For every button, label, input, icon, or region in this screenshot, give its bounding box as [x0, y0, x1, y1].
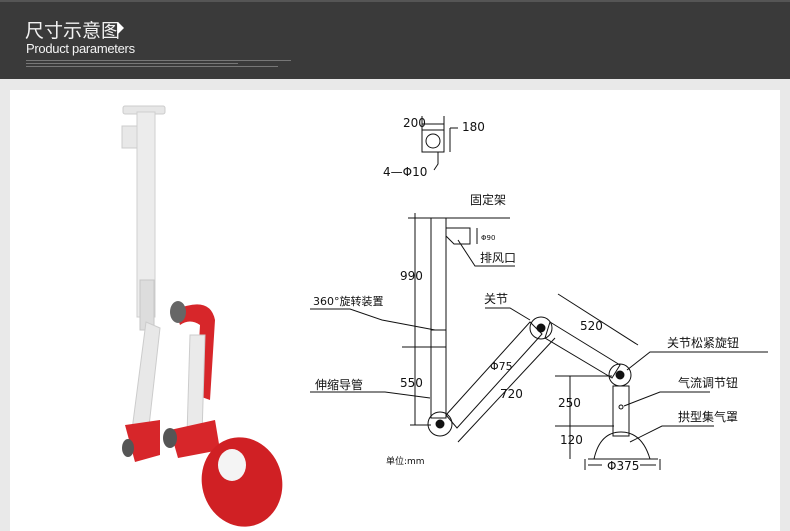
- neck: [612, 385, 630, 437]
- column-outline: [430, 217, 447, 419]
- hood-height-label: 120: [560, 433, 583, 447]
- neck-height-label: 250: [558, 396, 581, 410]
- content-panel: 200 180 4—Φ10 固定架 Φ90 排风口 990 360°旋转装置 5…: [10, 90, 780, 531]
- flange-hole: [425, 133, 441, 149]
- section-title-cn: 尺寸示意图: [25, 20, 121, 42]
- outlet-label: 排风口: [480, 251, 516, 265]
- hood-label: 拱型集气罩: [678, 409, 738, 424]
- middle-joint: [529, 316, 553, 340]
- telescopic-label: 伸缩导管: [315, 377, 363, 392]
- outlet-pipe: [445, 227, 471, 245]
- upper-length-label: 990: [400, 269, 423, 283]
- dimension-drawing: 200 180 4—Φ10 固定架 Φ90 排风口 990 360°旋转装置 5…: [310, 116, 768, 473]
- rotation-label: 360°旋转装置: [313, 294, 384, 308]
- holes-label: 4—Φ10: [383, 165, 427, 179]
- flange-width-label: 200: [403, 116, 426, 130]
- hood: [593, 431, 651, 460]
- outlet-dia-label: Φ90: [481, 234, 495, 242]
- fine-print-decoration: [26, 60, 291, 72]
- section-header: 尺寸示意图 Product parameters: [0, 0, 790, 79]
- arm-1: [445, 321, 543, 429]
- arm2-length-label: 520: [580, 319, 603, 333]
- arm-2: [544, 321, 621, 379]
- joint-knob-label: 关节松紧旋钮: [667, 335, 739, 350]
- airflow-knob-label: 气流调节钮: [678, 375, 738, 390]
- flange-plate: [421, 129, 445, 153]
- flange-height-label: 180: [462, 120, 485, 134]
- unit-label: 单位:mm: [386, 455, 425, 467]
- product-photo: [121, 105, 283, 527]
- arm1-length-label: 720: [500, 387, 523, 401]
- hood-dia-label: Φ375: [607, 459, 639, 473]
- triangle-arrow-icon: [118, 22, 124, 34]
- lower-joint: [427, 411, 453, 437]
- section-title-en: Product parameters: [26, 41, 135, 56]
- lower-length-label: 550: [400, 376, 423, 390]
- joint-label: 关节: [484, 292, 508, 306]
- mount-label: 固定架: [470, 192, 506, 207]
- pipe-dia-label: Φ75: [490, 360, 513, 373]
